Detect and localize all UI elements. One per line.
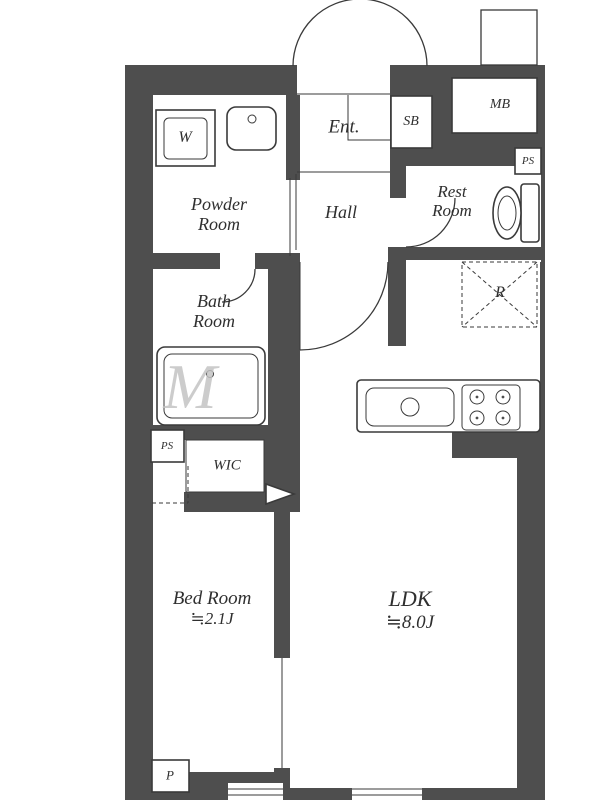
wall-segment bbox=[388, 247, 545, 260]
bedroom-name: Bed Room bbox=[172, 587, 252, 609]
window-bedroom bbox=[228, 783, 283, 800]
stove-burners bbox=[469, 389, 511, 426]
shoe-box bbox=[390, 95, 433, 149]
entrance-door-arc bbox=[292, 0, 428, 67]
rest-room-label-line2: Room bbox=[432, 201, 472, 220]
kitchen-counter bbox=[356, 379, 541, 433]
meter-box-label: MB bbox=[489, 97, 511, 113]
burner-dot bbox=[475, 395, 479, 399]
washing-machine-inner bbox=[163, 117, 208, 160]
meter-box bbox=[451, 77, 538, 134]
shoe-box-label: SB bbox=[403, 114, 419, 130]
pipe-space-left-box bbox=[150, 429, 185, 463]
wall-segment bbox=[517, 458, 545, 800]
wall-segment bbox=[388, 260, 406, 346]
bath-room-label-line1: Bath bbox=[197, 290, 231, 311]
window-ldk bbox=[352, 783, 422, 800]
burner-dot bbox=[475, 416, 479, 420]
washer-label: W bbox=[178, 129, 192, 147]
parking-box bbox=[151, 759, 190, 793]
ldk-label: LDK ≒8.0J bbox=[385, 586, 435, 633]
powder-room-label-line1: Powder bbox=[191, 193, 247, 214]
refrigerator-label: R bbox=[495, 284, 505, 302]
bath-room-label-line2: Room bbox=[193, 311, 235, 331]
exterior-structure bbox=[480, 9, 538, 66]
wall-segment bbox=[390, 166, 406, 198]
pipe-space-left-label: PS bbox=[160, 439, 174, 452]
pipe-space-top-label: PS bbox=[521, 154, 535, 167]
wall-segment bbox=[125, 65, 153, 800]
ldk-name: LDK bbox=[388, 586, 432, 612]
powder-room-label-line2: Room bbox=[198, 214, 240, 234]
wall-segment bbox=[268, 269, 300, 430]
bathtub-drain bbox=[206, 370, 214, 378]
bath-room-label: Bath Room bbox=[193, 291, 235, 331]
bedroom-label: Bed Room ≒2.1J bbox=[173, 588, 252, 628]
burner bbox=[495, 389, 511, 405]
refrigerator-outline bbox=[461, 261, 538, 328]
entrance-label: Ent. bbox=[328, 116, 360, 138]
powder-room-sink bbox=[226, 106, 277, 151]
refrigerator-diagonal bbox=[461, 261, 538, 328]
burner bbox=[469, 389, 485, 405]
ldk-size: ≒8.0J bbox=[385, 611, 435, 633]
window-glass bbox=[228, 783, 283, 800]
powder-room-label: Powder Room bbox=[191, 194, 247, 234]
faucet-dot bbox=[247, 114, 257, 124]
wall-segment bbox=[274, 512, 290, 658]
hall-ldk-door-arc bbox=[299, 261, 389, 351]
wall-segment bbox=[286, 95, 300, 180]
bath-door-arc bbox=[221, 268, 256, 303]
bathtub bbox=[156, 346, 266, 426]
wic-label: WIC bbox=[213, 457, 241, 474]
parking-label: P bbox=[166, 767, 174, 783]
bathtub-inner bbox=[163, 353, 259, 419]
hall-label: Hall bbox=[324, 201, 358, 222]
wall-segment bbox=[153, 425, 300, 440]
refrigerator-space bbox=[461, 261, 538, 328]
bedroom-size: ≒2.1J bbox=[190, 609, 234, 629]
wall-segment bbox=[452, 430, 545, 458]
kitchen-sink bbox=[365, 387, 455, 427]
wall-segment bbox=[153, 253, 220, 269]
burner bbox=[469, 410, 485, 426]
burner bbox=[495, 410, 511, 426]
wic-door-triangle bbox=[265, 482, 297, 506]
wall-segment bbox=[125, 65, 297, 95]
toilet-tank bbox=[520, 183, 540, 243]
burner-dot bbox=[501, 416, 505, 420]
stove bbox=[461, 384, 521, 431]
burner-dot bbox=[501, 395, 505, 399]
window-glass bbox=[352, 783, 422, 800]
rest-room-door-arc bbox=[405, 197, 456, 248]
pipe-space-top-box bbox=[514, 147, 542, 175]
toilet-bowl bbox=[492, 186, 522, 240]
rest-room-label: Rest Room bbox=[432, 182, 472, 220]
wall-segment bbox=[541, 166, 545, 262]
kitchen-sink-drain bbox=[400, 397, 420, 417]
wall-segment bbox=[255, 253, 300, 269]
toilet-bowl-inner bbox=[497, 195, 517, 231]
wall-segment bbox=[540, 262, 545, 458]
wic-room-outline bbox=[185, 439, 265, 493]
entrance-step-notch bbox=[347, 95, 391, 141]
rest-room-label-line1: Rest bbox=[437, 181, 467, 201]
